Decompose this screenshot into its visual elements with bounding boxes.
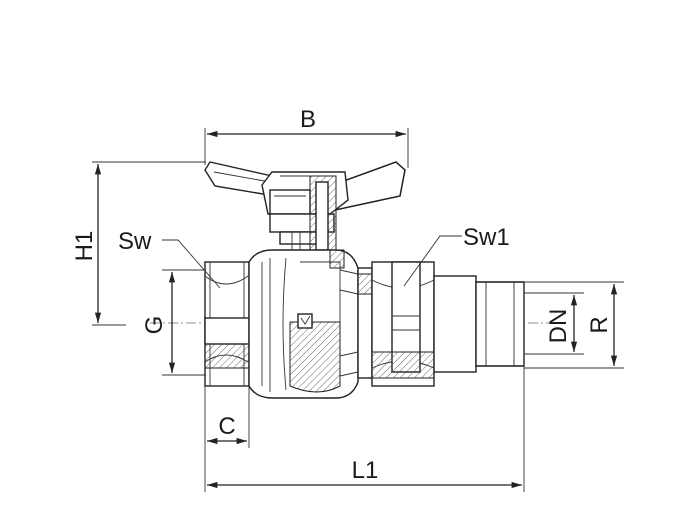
label-Sw: Sw (118, 228, 152, 255)
right-male-end (475, 281, 525, 367)
dimension-DN: DN (524, 292, 584, 355)
label-Sw1: Sw1 (463, 224, 510, 251)
label-B: B (300, 106, 316, 133)
label-H1: H1 (71, 231, 98, 262)
label-L1: L1 (352, 457, 379, 484)
dimension-G: G (141, 269, 206, 376)
handle (204, 161, 406, 215)
left-hex-end (204, 261, 250, 387)
dimension-H1: H1 (71, 161, 206, 326)
dimension-C: C (204, 386, 250, 448)
right-union-nut (357, 261, 477, 387)
dimension-B: B (204, 106, 409, 168)
label-G: G (141, 316, 168, 335)
dimension-R: R (524, 281, 624, 369)
label-R: R (586, 316, 613, 333)
label-DN: DN (545, 309, 572, 344)
label-C: C (218, 413, 235, 440)
callout-Sw1: Sw1 (403, 224, 510, 287)
dimension-L1: L1 (204, 366, 525, 492)
callout-Sw: Sw (118, 228, 221, 289)
valve-body (248, 249, 359, 399)
